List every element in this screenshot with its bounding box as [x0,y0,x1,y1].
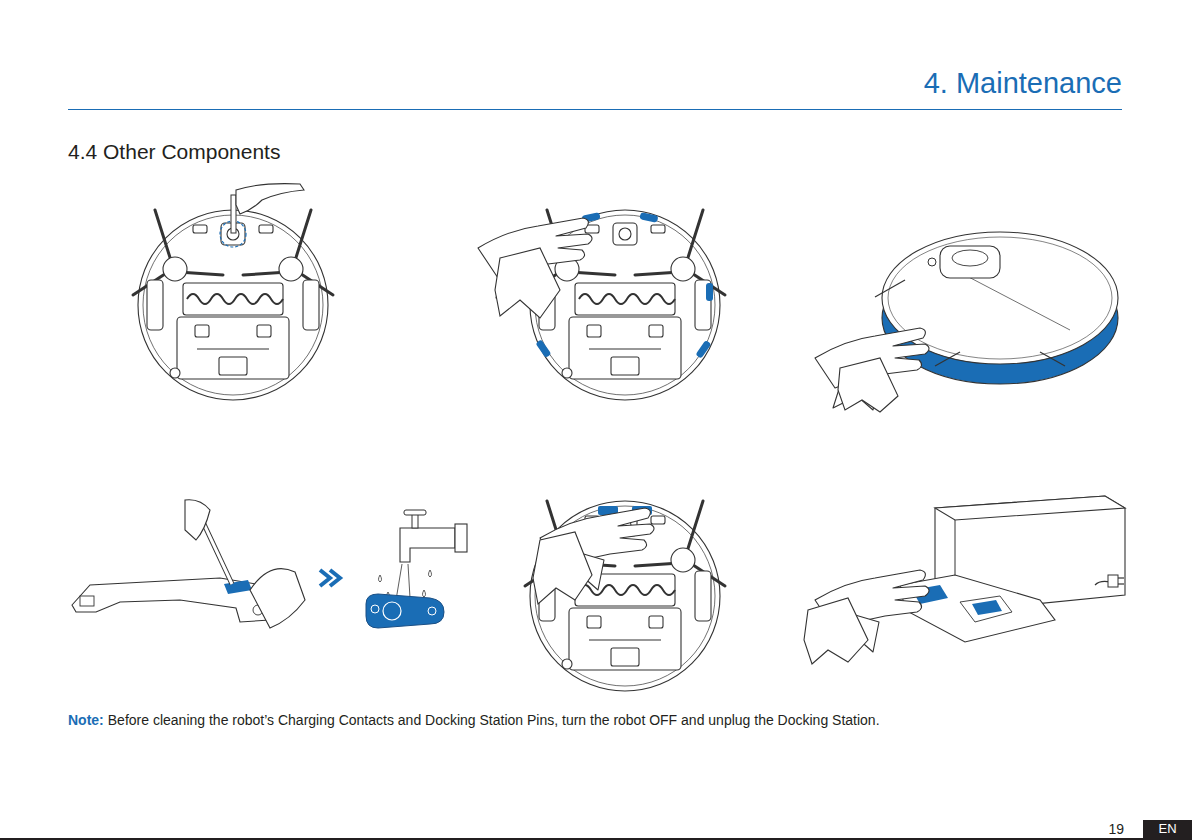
chapter-title: 4. Maintenance [924,66,1122,101]
note-label: Note: [68,712,104,729]
section-heading: 4.4 Other Components [68,139,280,164]
page-number: 19 [1108,821,1124,838]
note-text: Before cleaning the robot’s Charging Con… [108,712,880,729]
language-tab: EN [1143,820,1192,838]
language-code: EN [1158,821,1176,837]
